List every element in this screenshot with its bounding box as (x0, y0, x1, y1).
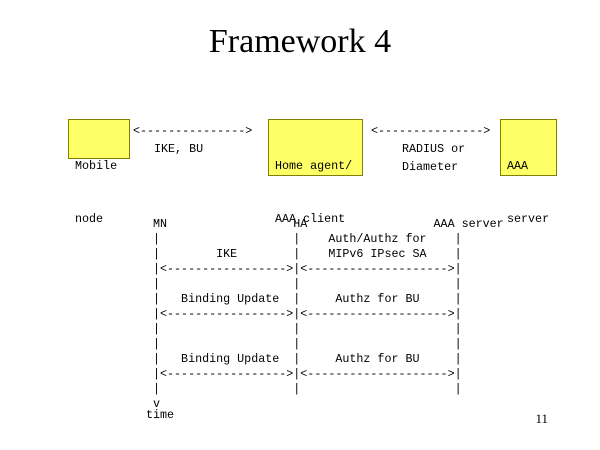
aaa-server-label-2: server (507, 211, 550, 226)
seq-line: MN HA AAA server (153, 217, 504, 231)
seq-line: | Binding Update | Authz for BU | (153, 352, 462, 366)
aaa-server-box: AAA server (500, 119, 557, 226)
top-label-diameter: Diameter (402, 160, 459, 174)
home-agent-box: Home agent/ AAA client (268, 119, 363, 226)
seq-line: v (153, 397, 161, 411)
mobile-node-label-2: node (75, 211, 104, 226)
seq-time-label: time (146, 408, 175, 422)
seq-line: | Binding Update | Authz for BU | (153, 292, 462, 306)
seq-line: | | | (153, 277, 462, 291)
mobile-node-box: Mobile node (68, 119, 130, 226)
seq-line: | | Auth/Authz for | (153, 232, 462, 246)
top-arrow-right: <---------------> (371, 124, 491, 138)
slide-title: Framework 4 (208, 23, 392, 60)
seq-line: |<----------------->|<------------------… (153, 262, 462, 276)
seq-line: | | | (153, 322, 462, 336)
top-arrow-left: <---------------> (133, 124, 253, 138)
aaa-server-label-1: AAA (507, 159, 529, 173)
top-label-radius: RADIUS or (402, 142, 466, 156)
seq-line: |<----------------->|<------------------… (153, 367, 462, 381)
home-agent-label-2: AAA client (275, 211, 346, 226)
page-number: 11 (535, 411, 548, 426)
top-label-ike-bu: IKE, BU (154, 142, 204, 156)
seq-line: | | | (153, 382, 462, 396)
seq-line: |<----------------->|<------------------… (153, 307, 462, 321)
mobile-node-label-1: Mobile (75, 159, 118, 173)
seq-line: | IKE | MIPv6 IPsec SA | (153, 247, 462, 261)
seq-line: | | | (153, 337, 462, 351)
home-agent-label-1: Home agent/ (275, 159, 353, 173)
